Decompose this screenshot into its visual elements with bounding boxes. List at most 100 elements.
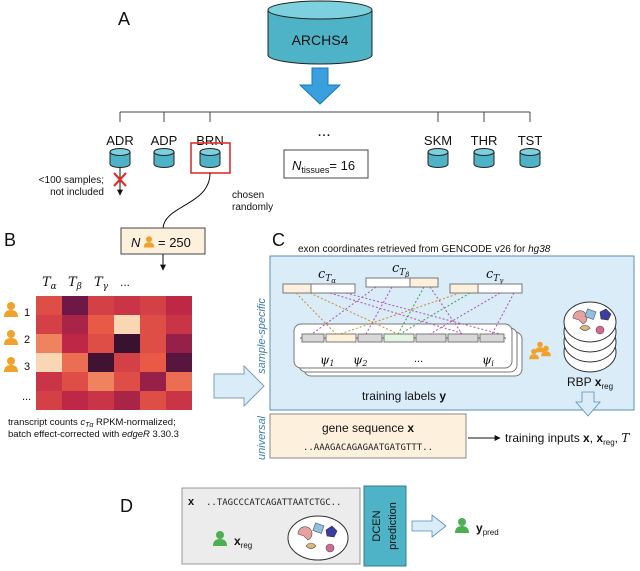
predict-arrow-icon — [411, 514, 447, 538]
heatmap-cell — [88, 353, 114, 372]
gene-sequence-box — [269, 413, 467, 459]
tissue-label-adr: ADR — [106, 133, 133, 148]
archs4-label: ARCHS4 — [292, 32, 349, 48]
sample-specific-side-label: sample-specific — [256, 298, 268, 374]
transcript-bar-alpha — [282, 283, 356, 294]
heatmap-cell — [114, 391, 140, 410]
training-label-cards — [293, 323, 523, 377]
heatmap-cell — [114, 334, 140, 353]
heatmap-cell — [62, 315, 88, 334]
person-icon — [4, 302, 18, 317]
tissue-ellipsis: ... — [317, 123, 330, 140]
tissue-label-skm: SKM — [424, 133, 452, 148]
heatmap-cell — [140, 334, 166, 353]
n-samples-value: = 250 — [158, 235, 191, 250]
database-icon — [473, 148, 495, 168]
heatmap-cell — [140, 353, 166, 372]
transcript-bar-beta — [365, 277, 439, 288]
heatmap-cell — [62, 296, 88, 315]
heatmap-cell — [36, 353, 62, 372]
tissue-cylinders — [109, 148, 541, 168]
heatmap-cell — [88, 391, 114, 410]
dcen-label: DCEN — [371, 510, 383, 541]
rbp-label: RBP xreg — [567, 375, 613, 391]
heatmap-cell — [62, 334, 88, 353]
database-icon — [199, 148, 221, 168]
person-icon — [4, 357, 18, 372]
heatmap-cell — [62, 353, 88, 372]
training-labels-text: training labels y — [362, 389, 446, 403]
chosen-note-line1: chosen — [232, 190, 264, 201]
heatmap-cell — [166, 372, 192, 391]
heatmap-cell — [114, 372, 140, 391]
tissue-label-adp: ADP — [151, 133, 178, 148]
heatmap-cell — [166, 391, 192, 410]
heatmap-cell — [88, 315, 114, 334]
psi-ellipsis: ... — [414, 353, 423, 365]
excluded-note-line2: not included — [50, 187, 104, 198]
exon-mapping-lines — [295, 286, 515, 335]
database-icon — [153, 148, 175, 168]
gene-sequence-label: gene sequence x — [322, 421, 414, 435]
col-header: Tγ — [94, 275, 109, 292]
heatmap-cell — [114, 315, 140, 334]
n-samples-box — [120, 227, 206, 255]
archs4-database-icon — [267, 0, 373, 65]
tissue-label-tst: TST — [518, 133, 543, 148]
database-icon — [427, 148, 449, 168]
gene-sequence-text: ..AAAGACAGAGAATGATGTTT.. — [303, 443, 433, 453]
prediction-label: prediction — [387, 502, 399, 550]
database-icon — [519, 148, 541, 168]
heatmap-cell — [140, 372, 166, 391]
rbp-stack-icon — [563, 301, 617, 373]
heatmap-cell — [62, 391, 88, 410]
down-arrow-icon — [298, 67, 342, 105]
rbp-down-arrow-icon — [575, 391, 601, 417]
heatmap-cell — [36, 315, 62, 334]
col-header: Tβ — [68, 275, 82, 292]
heatmap-cell — [36, 391, 62, 410]
heatmap-caption-line1: transcript counts cTα RPKM-normalized; — [8, 417, 176, 429]
b-to-c-arrow-icon — [213, 364, 265, 408]
heatmap-cell — [166, 315, 192, 334]
col-header-ellipsis: ... — [120, 275, 130, 289]
heatmap-cell — [114, 353, 140, 372]
row-label: ... — [22, 391, 31, 403]
panel-d-label: D — [120, 496, 133, 516]
col-header: Tα — [42, 275, 57, 292]
panel-a-label: A — [118, 9, 130, 29]
heatmap-cell — [140, 315, 166, 334]
heatmap-cell — [88, 372, 114, 391]
heatmap-cell — [166, 353, 192, 372]
panel-c-label: C — [272, 230, 285, 250]
dcen-model-box — [363, 485, 407, 567]
exon-strip — [300, 333, 506, 343]
excluded-note-line1: <100 samples; — [39, 175, 104, 186]
d-sequence-text: ..TAGCCCATCAGATTAATCTGC.. — [206, 498, 341, 508]
heatmap-cell — [36, 296, 62, 315]
heatmap-cell — [140, 391, 166, 410]
d-x-label: x — [188, 496, 195, 508]
tissue-tree-lines — [119, 111, 531, 122]
tissue-label-brn: BRN — [196, 133, 223, 148]
person-icon — [4, 330, 18, 345]
heatmap-cell — [62, 372, 88, 391]
database-icon — [109, 148, 131, 168]
panel-b-label: B — [4, 230, 16, 250]
heatmap-cell — [114, 296, 140, 315]
heatmap-caption-line2: batch effect-corrected with edgeR 3.30.3 — [8, 429, 179, 440]
training-inputs-text: training inputs x, xreg, T — [505, 431, 630, 447]
transcript-bar-gamma — [449, 283, 523, 294]
heatmap-cell — [166, 334, 192, 353]
person-icon — [455, 518, 469, 533]
d-xreg-label: xreg — [234, 534, 252, 550]
n-samples-prefix: N — [131, 235, 141, 250]
row-label: 1 — [24, 307, 30, 319]
n-tissues-box — [283, 149, 369, 179]
row-label: 3 — [24, 361, 30, 373]
heatmap-cell — [36, 372, 62, 391]
tissue-label-thr: THR — [471, 133, 498, 148]
psi-label-i: ψi — [482, 353, 494, 368]
row-label: 2 — [24, 334, 30, 346]
